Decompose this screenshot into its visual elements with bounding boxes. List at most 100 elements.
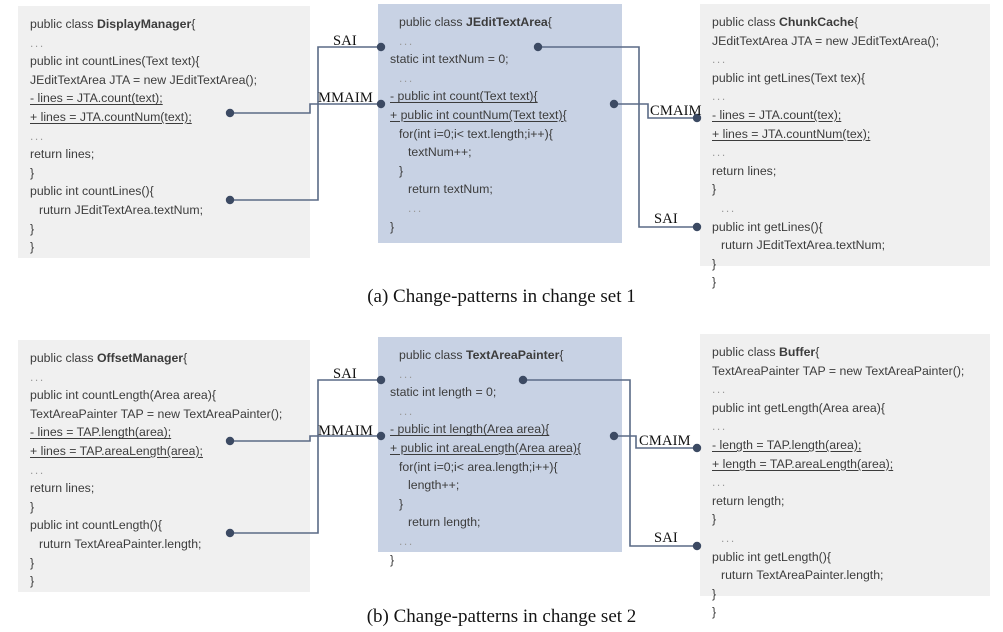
panel-jedittextarea: public class JEditTextArea{ ... static in… [378,4,622,243]
class-brace: { [854,15,859,29]
class-header: public class TextAreaPainter{ [390,346,612,365]
code-line: - public int count(Text text){ [390,89,538,104]
code-line: TextAreaPainter TAP = new TextAreaPainte… [712,363,965,378]
code-line: ... [399,70,414,85]
code-line: + lines = TAP.areaLength(area); [30,443,203,458]
class-header: public class Buffer{ [712,343,980,362]
code-line: ... [30,35,45,50]
code-line: ... [399,366,414,381]
wire-label-mmaim-left: MMAIM [318,423,373,439]
code-line: for(int i=0;i< area.length;i++){ [399,459,558,474]
wire-label-sai-right: SAI [654,530,678,546]
class-keyword: public class [712,345,779,359]
code-line: static int length = 0; [390,385,497,400]
class-keyword: public class [30,17,97,31]
code-line: return lines; [712,163,777,178]
code-line: ... [721,200,736,215]
code-body: ... static int textNum = 0;... - public in… [390,32,612,237]
code-line: + lines = JTA.countNum(text); [30,109,192,124]
code-line: return lines; [30,481,95,496]
code-line: textNum++; [408,145,472,160]
panel-offsetmanager: public class OffsetManager{ ...public in… [18,340,310,592]
class-keyword: public class [30,351,97,365]
class-brace: { [183,351,188,365]
code-line: JEditTextArea JTA = new JEditTextArea(); [712,33,940,48]
code-line: } [712,586,717,601]
code-line: } [390,552,395,567]
code-body: ... public int countLines(Text text){ JEdi… [30,34,300,257]
code-line: } [712,512,717,527]
code-line: return textNum; [408,182,493,197]
code-line: public int countLines(Text text){ [30,54,200,69]
code-line: } [712,256,717,271]
code-line: return lines; [30,147,95,162]
code-line: ... [30,462,45,477]
class-header: public class JEditTextArea{ [390,13,612,32]
code-line: + lines = JTA.countNum(tex); [712,126,871,141]
code-line: ... [30,369,45,384]
code-line: + public int countNum(Text text){ [390,107,567,122]
code-line: } [399,163,404,178]
code-line: for(int i=0;i< text.length;i++){ [399,126,553,141]
caption-b: (b) Change-patterns in change set 2 [366,606,637,627]
class-name: ChunkCache [778,15,855,29]
class-brace: { [191,17,196,31]
code-line: ... [712,145,727,160]
code-line: } [712,605,717,620]
wire-label-cmaim-right: CMAIM [639,433,691,449]
code-line: TextAreaPainter TAP = new TextAreaPainte… [30,406,283,421]
panel-buffer: public class Buffer{ TextAreaPainter TAP… [700,334,990,619]
code-line: ... [399,533,414,548]
panel-chunkcache: public class ChunkCache{ JEditTextArea J… [700,4,990,289]
code-line: public int getLength(Area area){ [712,400,885,415]
code-line: public int getLines(){ [712,219,823,234]
code-line: } [30,165,35,180]
code-line: public int getLines(Text tex){ [712,70,866,85]
code-line: ... [712,89,727,104]
wire-label-sai-left: SAI [333,33,357,49]
code-line: ruturn JEditTextArea.textNum; [721,238,886,253]
code-line: length++; [408,478,460,493]
code-line: ... [399,403,414,418]
wire-label-sai-right: SAI [654,211,678,227]
code-line: public int countLength(){ [30,518,162,533]
change-set-2-figure: public class OffsetManager{ ...public in… [0,320,1003,632]
code-body: ... static int length = 0;... - public int… [390,365,612,570]
code-line: ... [721,530,736,545]
code-line: - lines = JTA.count(text); [30,91,163,106]
code-line: - length = TAP.length(area); [712,437,862,452]
code-line: - public int length(Area area){ [390,422,550,437]
code-line: } [399,496,404,511]
code-line: JEditTextArea JTA = new JEditTextArea(); [30,72,258,87]
code-line: } [712,275,717,290]
code-line: ... [399,33,414,48]
code-line: - lines = JTA.count(tex); [712,107,842,122]
code-line: } [30,555,35,570]
code-body: TextAreaPainter TAP = new TextAreaPainte… [712,362,980,622]
code-line: public int getLength(){ [712,549,831,564]
class-name: TextAreaPainter [465,348,560,362]
panel-textareapainter: public class TextAreaPainter{ ... static … [378,337,622,567]
code-body: ...public int countLength(Area area){Tex… [30,368,300,591]
code-line: } [712,182,717,197]
code-line: } [30,221,35,236]
code-line: ... [712,382,727,397]
code-line: static int textNum = 0; [390,52,509,67]
class-name: DisplayManager [96,17,192,31]
code-line: public int countLines(){ [30,184,154,199]
class-header: public class DisplayManager{ [30,15,300,34]
code-line: ... [712,52,727,67]
code-line: ruturn TextAreaPainter.length; [721,568,884,583]
code-line: + public int areaLength(Area area){ [390,440,582,455]
class-keyword: public class [399,15,466,29]
panel-display-manager: public class DisplayManager{ ... public i… [18,6,310,258]
code-line: ... [712,475,727,490]
code-line: + length = TAP.areaLength(area); [712,456,894,471]
code-body: JEditTextArea JTA = new JEditTextArea();… [712,32,980,292]
class-brace: { [815,345,820,359]
wire-label-cmaim-right: CMAIM [650,103,702,119]
class-name: Buffer [778,345,816,359]
code-line: return length; [408,515,481,530]
class-brace: { [559,348,564,362]
class-keyword: public class [399,348,466,362]
